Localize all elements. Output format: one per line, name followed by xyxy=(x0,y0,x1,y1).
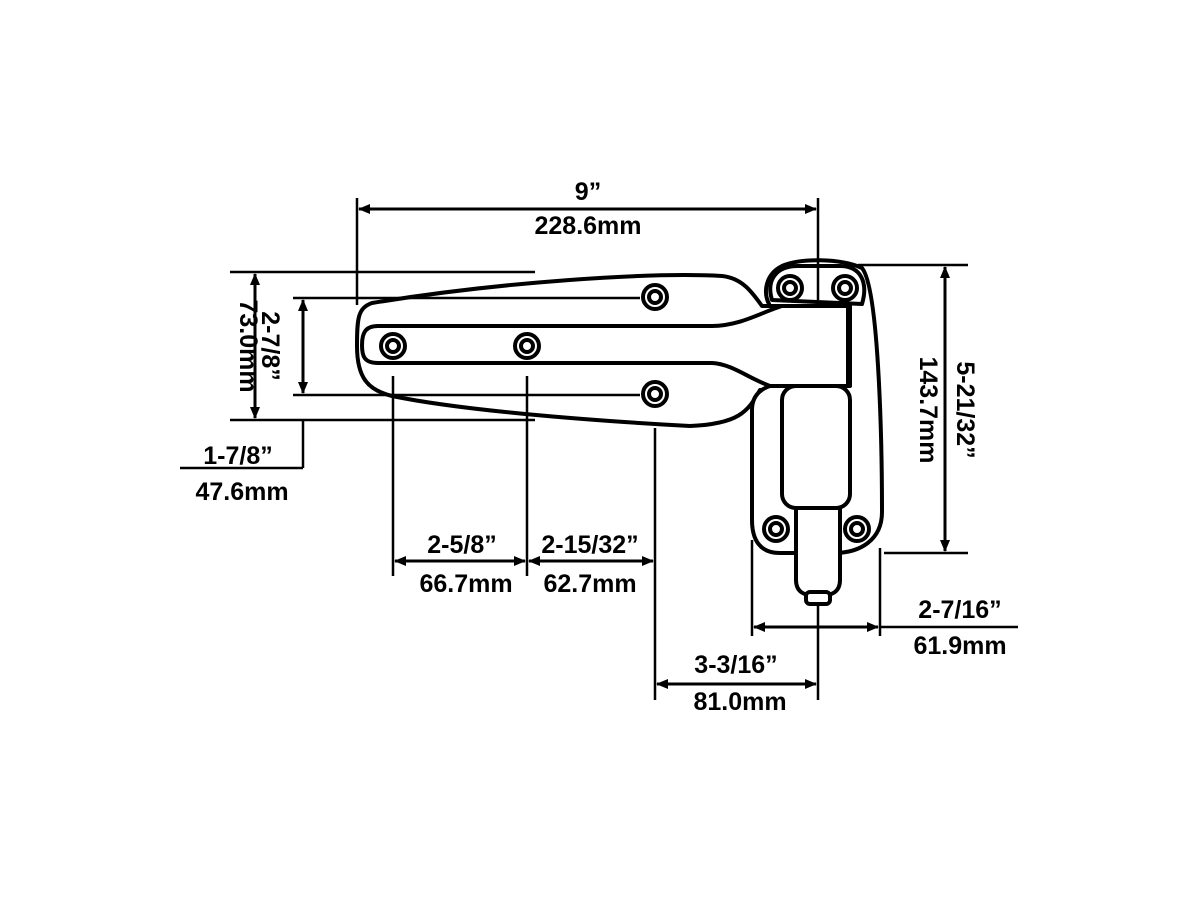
dim-hole-row-metric: 47.6mm xyxy=(195,478,288,506)
screw-holes xyxy=(379,274,871,543)
hinge-knuckle xyxy=(768,264,867,306)
hinge-pin-housing xyxy=(794,506,842,598)
screw-hole-icon xyxy=(641,380,669,408)
screw-hole-icon xyxy=(641,283,669,311)
hinge-strap xyxy=(355,273,854,428)
screw-hole-icon xyxy=(776,274,804,302)
screw-hole-icon xyxy=(762,515,790,543)
dim-hole-spacing-2-imperial: 2-15/32” xyxy=(541,531,638,559)
dim-hole-spacing-2-metric: 62.7mm xyxy=(543,570,636,598)
hinge-pin-tip xyxy=(804,590,832,606)
hinge-body xyxy=(355,258,884,606)
extension-lines xyxy=(180,198,1018,700)
dimension-arrows xyxy=(250,204,950,689)
hinge-strap-channel xyxy=(360,304,850,388)
dim-hole-spacing-1-metric: 66.7mm xyxy=(419,570,512,598)
screw-hole-icon xyxy=(513,332,541,360)
dim-overall-height-imperial: 5-21/32” xyxy=(951,361,979,458)
dim-overall-length-metric: 228.6mm xyxy=(534,212,641,240)
dim-base-width-imperial: 2-7/16” xyxy=(918,596,1001,624)
hinge-barrel xyxy=(780,384,852,510)
screw-hole-icon xyxy=(379,332,407,360)
dim-offset-metric: 81.0mm xyxy=(693,688,786,716)
screw-hole-icon xyxy=(831,274,859,302)
dim-base-width-metric: 61.9mm xyxy=(913,632,1006,660)
dim-hole-spacing-1-imperial: 2-5/8” xyxy=(427,531,496,559)
dimension-labels: 9” 228.6mm 73.0mm 2-7/8” 1-7/8” 47.6mm 2… xyxy=(195,178,1006,716)
screw-hole-icon xyxy=(843,515,871,543)
dim-hole-row-imperial: 1-7/8” xyxy=(203,442,272,470)
dim-overall-length-imperial: 9” xyxy=(575,178,601,206)
dim-offset-imperial: 3-3/16” xyxy=(694,651,777,679)
dim-overall-height-metric: 143.7mm xyxy=(914,356,942,463)
dim-strap-height-metric: 73.0mm xyxy=(234,299,262,392)
dim-strap-height-imperial: 2-7/8” xyxy=(256,311,284,380)
